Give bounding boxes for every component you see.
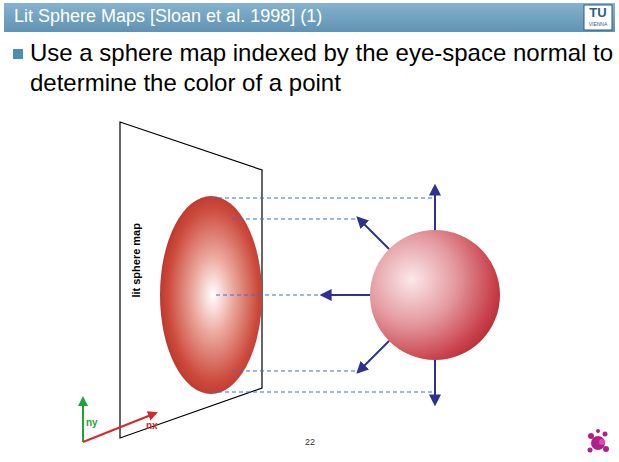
- page-number: 22: [300, 437, 320, 447]
- sphere: [370, 230, 500, 360]
- header-bar: [4, 3, 615, 32]
- splat-logo: [588, 429, 610, 453]
- axis-label: ny: [86, 417, 98, 429]
- normal-arrows: [322, 186, 435, 404]
- logo-text: VIENNA: [584, 22, 612, 28]
- map-plane: [120, 122, 262, 438]
- bullet-square: [13, 49, 23, 59]
- bullet-text: Use a sphere map indexed by the eye-spac…: [30, 38, 615, 98]
- logo-text: TU: [584, 6, 612, 21]
- ny-axis: [82, 398, 84, 442]
- map-label: lit sphere map: [130, 200, 143, 320]
- axis-label: nx: [146, 420, 158, 432]
- slide-title: Lit Sphere Maps [Sloan et al. 1998] (1): [14, 6, 322, 27]
- nx-axis: [83, 413, 156, 442]
- logo-box: [584, 5, 612, 30]
